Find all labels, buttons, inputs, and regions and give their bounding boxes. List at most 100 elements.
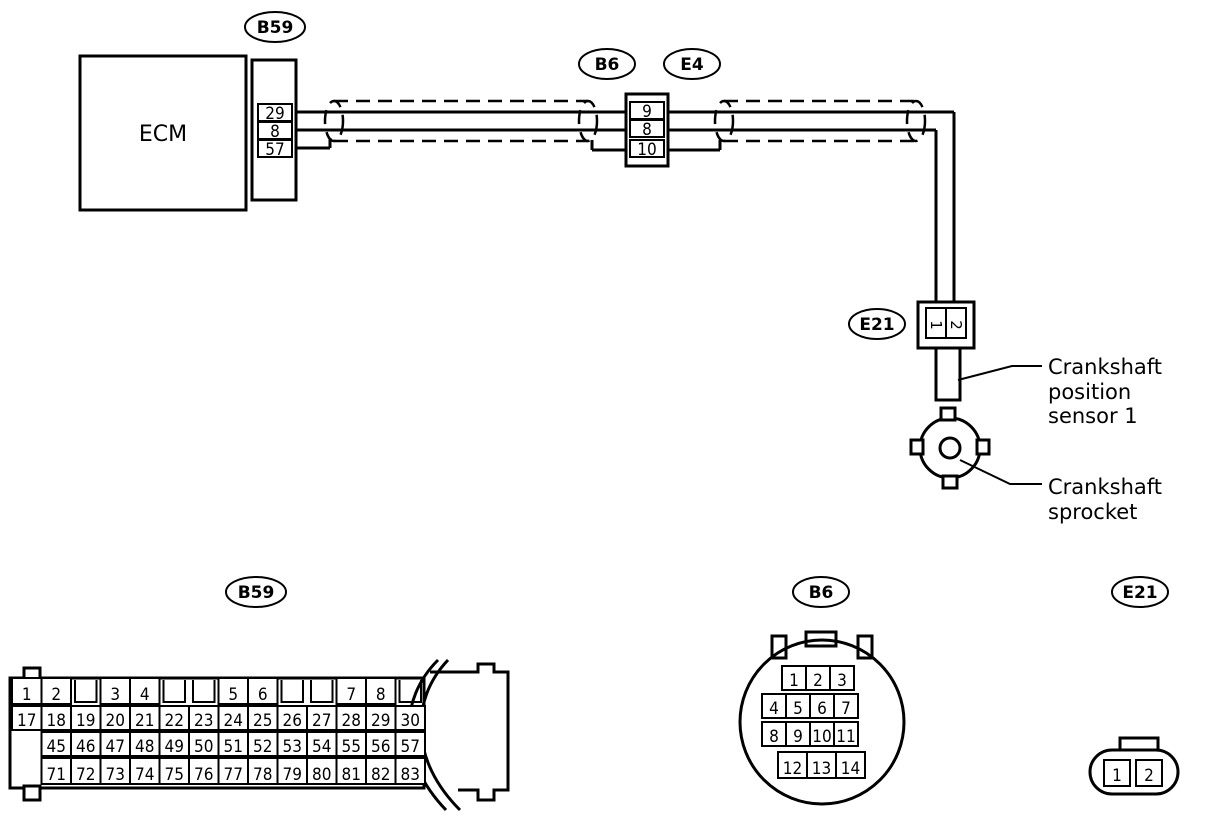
b59-face-pin-72: 72 [76,765,95,785]
b6-face-pin-9-cell [785,721,811,747]
b59-face-pin-79: 79 [283,765,302,785]
b6-face-pin-14-cell [835,751,866,779]
b59-face-pin-8-cell [365,677,397,705]
svg-text:B6: B6 [595,55,620,75]
b59-face-pin-52: 52 [253,737,272,757]
b59-key-notch [192,680,216,703]
ecm-label: ECM [139,122,187,147]
svg-text:Crankshaft: Crankshaft [1048,475,1162,499]
b59-face-pin-77-cell [217,757,249,785]
b59-face-pin-51-cell [217,731,249,757]
e21-sensor-connector: 1 2 [916,300,976,350]
b59-face-pin-19-cell [70,705,102,731]
b59-top-tag: B59 [244,11,306,43]
b59-face-pin-8: 8 [376,685,386,705]
b6-face-pin-2: 2 [813,671,823,691]
b59-face-pin-28: 28 [342,711,361,731]
b59-key-notch [162,680,186,703]
b6-pin-10: 10 [637,140,656,160]
b59-face-pin-27: 27 [312,711,331,731]
b59-face-pin-82: 82 [371,765,390,785]
b59-face-pin-76: 76 [194,765,213,785]
b59-face-pin-18: 18 [47,711,66,731]
sprocket-callout: Crankshaft sprocket [959,459,1162,524]
b59-face-pin-71-cell [40,757,72,785]
b59-face-pin-2: 2 [51,685,61,705]
b59-face-pin-55: 55 [342,737,361,757]
b59-face-pin-1-cell [11,677,43,705]
b59-face-pin-25: 25 [253,711,272,731]
b59-face-pin-7-cell [335,677,367,705]
harness-b59-b6 [296,99,626,152]
b59-face-pin-75: 75 [165,765,184,785]
b59-face-pin-19: 19 [76,711,95,731]
b6-face-pin-11-cell [833,721,859,747]
b59-face-pin-80-cell [306,757,338,785]
b6-face-pin-3-cell [829,665,855,691]
b59-face-pin-27-cell [306,705,338,731]
b59-face-pin-82-cell [365,757,397,785]
b6-face-pin-1: 1 [789,671,799,691]
sensor-callout: Crankshaft position sensor 1 [957,355,1162,428]
b6-face-pin-11: 11 [836,727,855,747]
svg-text:E21: E21 [1122,583,1157,603]
b59-face-pin-46: 46 [76,737,95,757]
b6-face-pin-12: 12 [783,759,802,779]
b6-face-pin-7: 7 [841,699,851,719]
b59-face-pin-20: 20 [106,711,125,731]
b59-face-pin-72-cell [70,757,102,785]
b6-face-pin-8: 8 [769,727,779,747]
b6-face-pin-7-cell [833,693,859,719]
svg-text:E4: E4 [680,55,704,75]
b59-face-pin-81: 81 [342,765,361,785]
b6-face-pin-8-cell [761,721,787,747]
b59-face-pin-30: 30 [401,711,420,731]
svg-text:B6: B6 [809,583,834,603]
svg-text:sprocket: sprocket [1048,500,1137,524]
b59-face-pin-4: 4 [140,685,150,705]
b59-face-pin-48: 48 [135,737,154,757]
b59-face-pin-57-cell [394,731,426,757]
b59-face-pin-47: 47 [106,737,125,757]
b6-face-pin-13-cell [806,751,837,779]
b59-face-pin-51: 51 [224,737,243,757]
b59-face-pin-17: 17 [17,711,36,731]
b59-face-pin-53: 53 [283,737,302,757]
b59-key-notch [398,680,422,703]
b59-face-pin-29: 29 [371,711,390,731]
b6-e4-joint-connector: 9 8 10 [624,92,670,168]
e21-pin-1: 1 [927,320,945,330]
b59-face-pin-50: 50 [194,737,213,757]
b59-face-pin-22: 22 [165,711,184,731]
e21-face-pin-1: 1 [1112,766,1122,786]
b59-face-pin-53-cell [276,731,308,757]
e21-top-tag: E21 [848,308,906,340]
ecm-unit: ECM [78,54,248,212]
e21-pin-2: 2 [947,320,965,330]
b59-face-pin-28-cell [335,705,367,731]
b6-top-tag: B6 [578,48,636,80]
b59-face-pin-81-cell [335,757,367,785]
b6-face-pin-10: 10 [812,727,831,747]
b59-face-pin-54: 54 [312,737,331,757]
b6-face-pin-6: 6 [817,699,827,719]
b59-bottom-tag: B59 [225,576,287,608]
e21-face-pin-2: 2 [1144,766,1154,786]
svg-text:position: position [1048,380,1131,404]
svg-text:sensor 1: sensor 1 [1048,404,1138,428]
b59-face-pin-3: 3 [110,685,120,705]
b59-face-pin-23-cell [188,705,220,731]
b59-face-pin-55-cell [335,731,367,757]
svg-text:B59: B59 [238,583,275,603]
b59-face-pin-47-cell [99,731,131,757]
b6-face-pin-13: 13 [812,759,831,779]
b59-face-pin-25-cell [247,705,279,731]
e4-top-tag: E4 [663,48,721,80]
e21-connector-face: 1 2 [1088,736,1180,796]
b59-face-pin-18-cell [40,705,72,731]
b6-face-pin-9: 9 [793,727,803,747]
b59-ecm-connector: 29 8 57 [250,58,298,202]
b59-face-pin-1: 1 [22,685,32,705]
b59-face-pin-24: 24 [224,711,243,731]
